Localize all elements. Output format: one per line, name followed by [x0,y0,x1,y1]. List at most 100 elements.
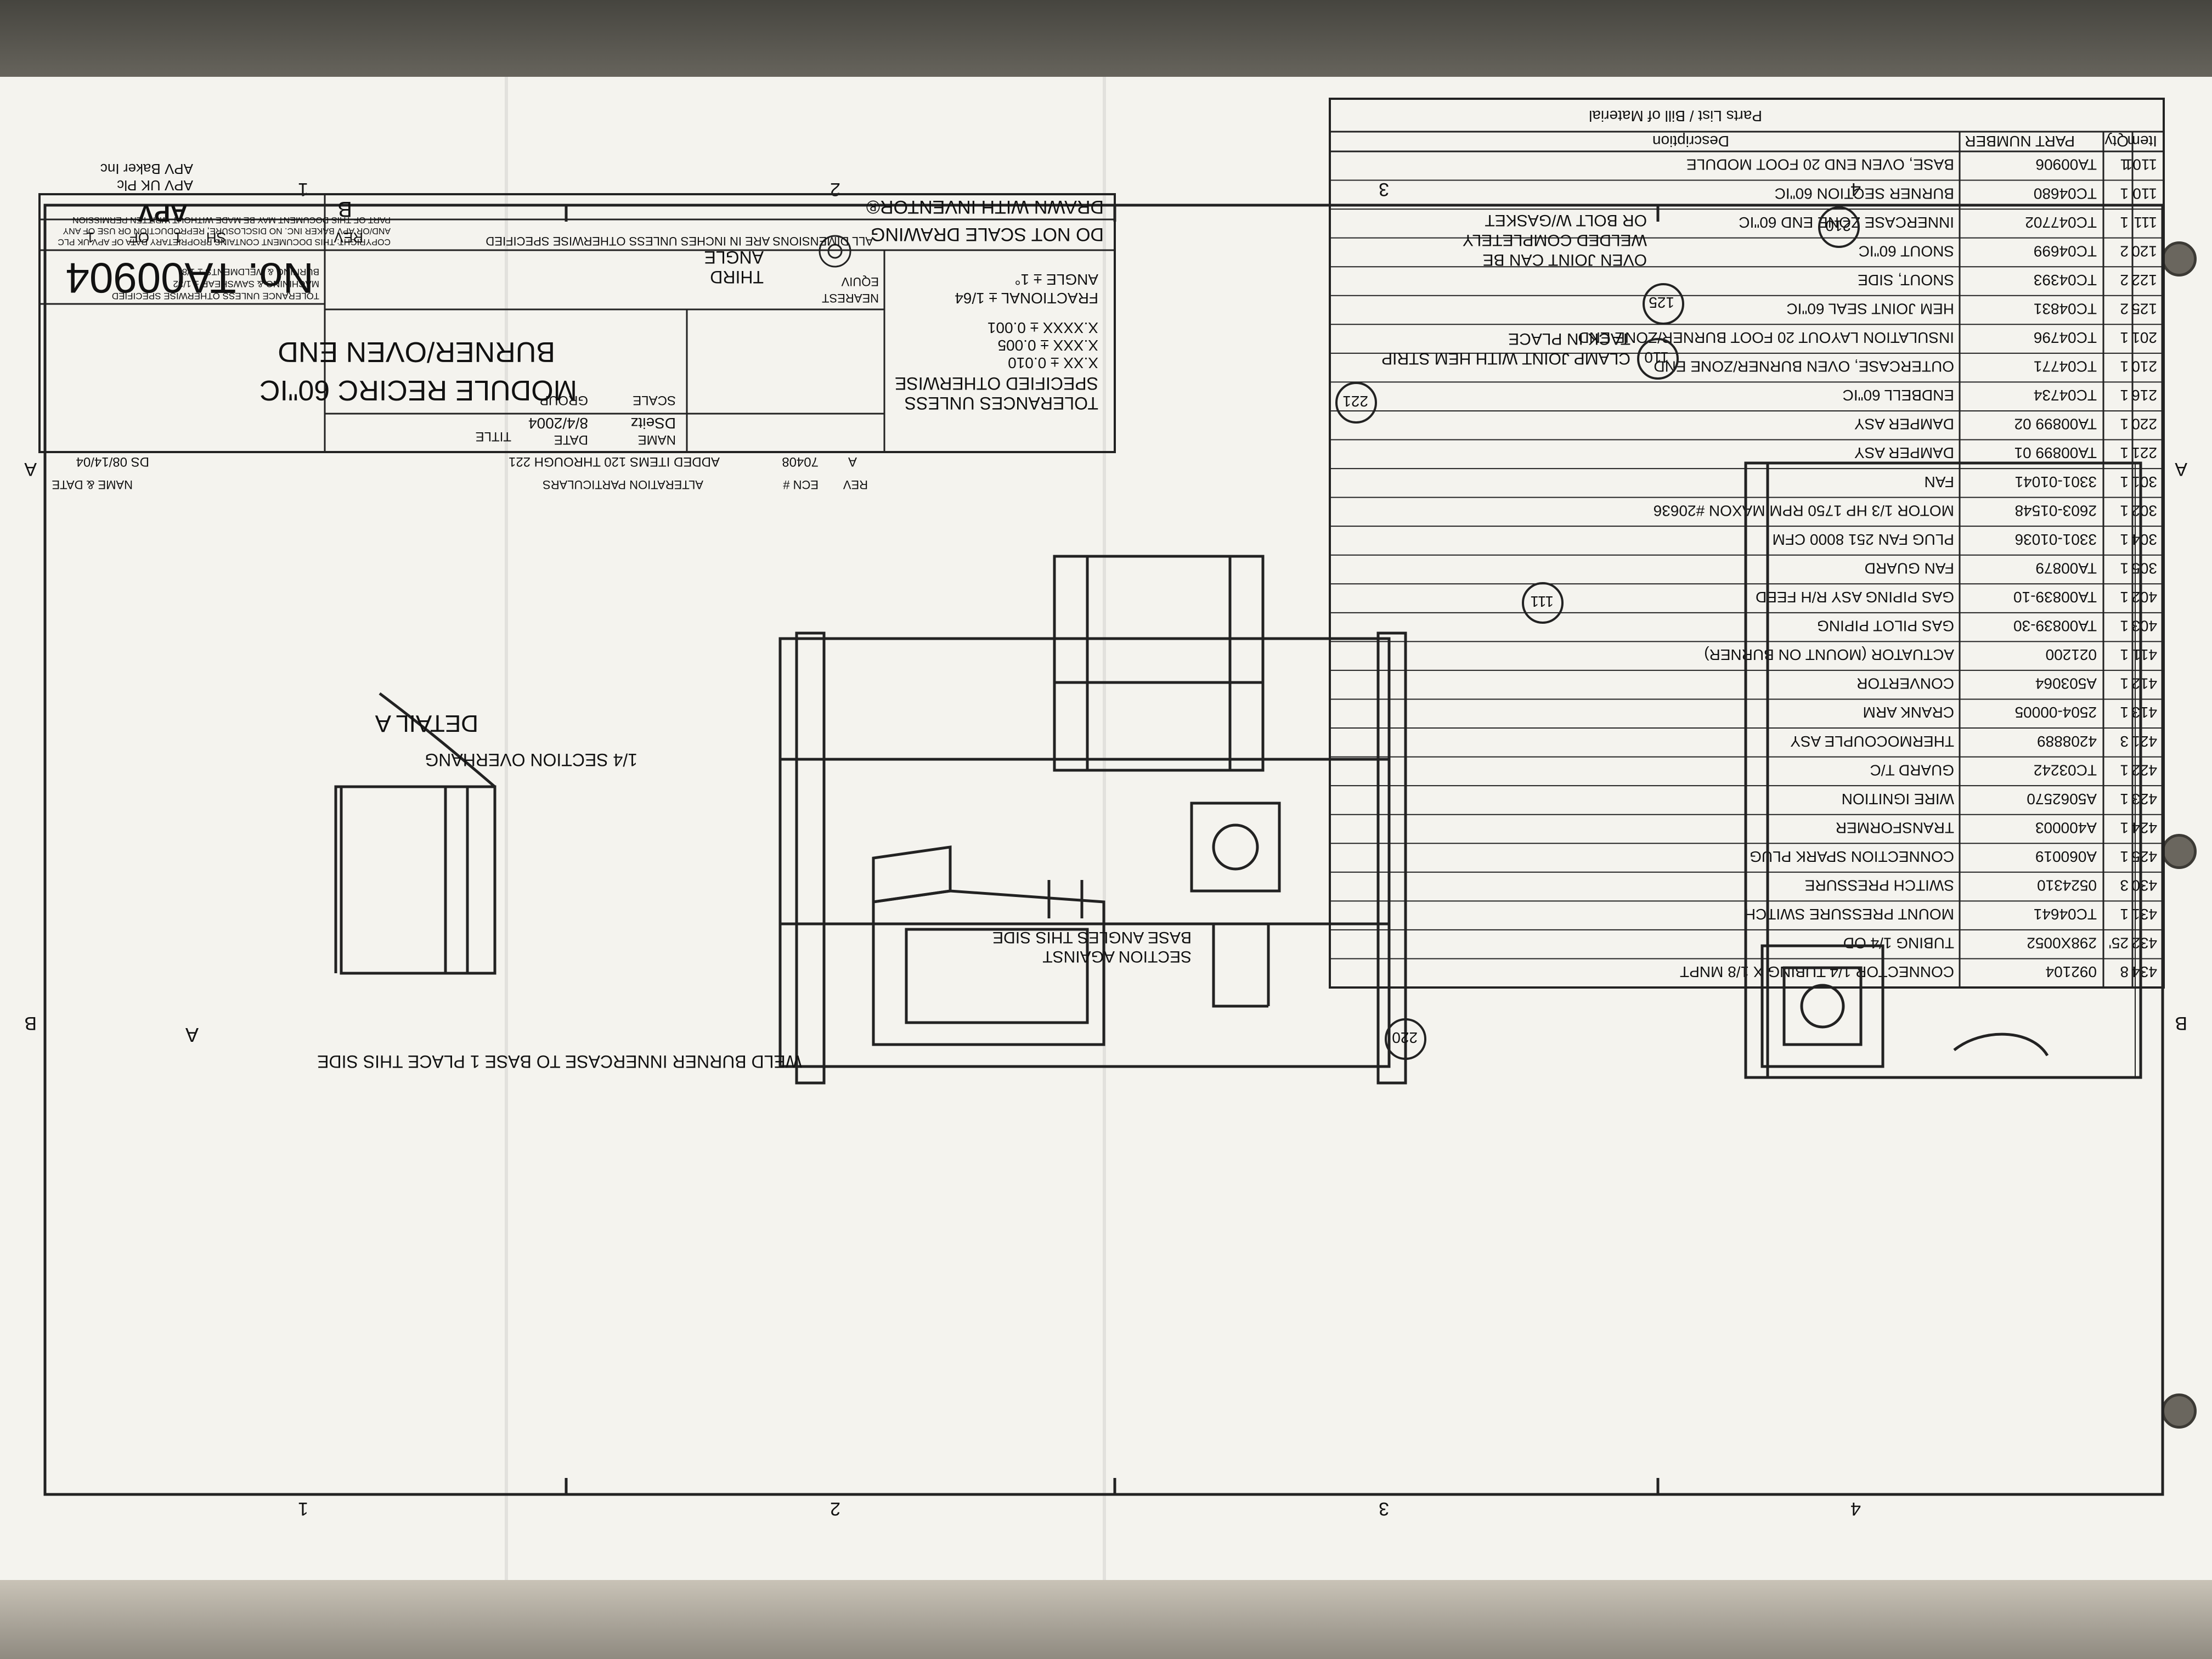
bom-part-number: A400003 [2035,819,2097,836]
bom-qty: 1 [2120,531,2129,548]
bom-item: 403 [2131,618,2157,635]
tol-line-1: TOLERANCES UNLESS [905,393,1098,413]
zone-row-a-label: A [2175,459,2187,479]
bom-qty: 1 [2120,791,2129,808]
bom-description: FAN [1925,473,1954,490]
bom-item: 411 [2132,646,2157,663]
bom-item: 110 [2132,185,2157,202]
sh-label: SH [206,229,226,246]
tol-line-6: FRACTIONAL ± 1/64 [955,290,1098,307]
scale-label: SCALE [633,393,676,408]
drawing-title-2: BURNER/OVEN END [278,336,555,368]
bom-description: ACTUATOR (MOUNT ON BURNER) [1704,646,1954,663]
bom-item: 412 [2131,675,2157,692]
bom-part-number: TA00879 [2035,560,2097,577]
bom-item: 432 [2131,935,2157,952]
bom-part-number: TA00906 [2035,156,2097,173]
bom-item: 111 [2134,214,2157,231]
copyright-1: COPYRIGHT: THIS DOCUMENT CONTAINS PROPRI… [58,237,391,246]
bom-description: FAN GUARD [1865,560,1954,577]
bom-description: SNOUT 60"IC [1859,242,1954,259]
bom-description: SWITCH PRESSURE [1805,877,1954,894]
do-not-scale: DO NOT SCALE DRAWING [871,224,1104,245]
bom-part-number: TC04641 [2034,906,2097,923]
bom-item: 305 [2131,560,2157,577]
bom-qty: 1 [2120,675,2129,692]
bom-item: 304 [2131,531,2157,548]
bom-qty: 2 [2120,272,2129,289]
bom-qty: 1 [2120,358,2129,375]
bom-description: INSULATION LAYOUT 20 FOOT BURNER/ZONE EN… [1578,329,1954,346]
zone-col-4-label: 1 [298,1498,308,1519]
end-view [872,555,1270,1046]
fold-line [1103,77,1106,1585]
bom-part-number: TA00899 02 [2015,416,2097,433]
svg-text:110: 110 [1644,349,1669,366]
bom-part-number: 3301-01041 [2015,473,2097,490]
bom-description: OUTERCASE, OVEN BURNER/ZONE END [1654,358,1954,375]
bom-item: 423 [2131,791,2157,808]
bom-part-number: 0524310 [2037,877,2097,894]
tol-line-2: SPECIFIED OTHERWISE [895,374,1098,393]
detail-a-view [334,692,496,975]
bom-qty: 1 [2120,906,2129,923]
balloon-221 [1335,382,1377,424]
bom-item: 425 [2131,848,2157,865]
bom-item: 216 [2131,387,2157,404]
bom-part-number: A060019 [2035,848,2097,865]
drawing-date: 8/4/2004 [528,415,588,432]
bom-description: MOTOR 1/3 HP 1750 RPM MAXON #20636 [1654,502,1954,519]
bom-part-number: TC03242 [2034,761,2097,778]
sh-value: 1 [174,229,182,246]
of-label: OF [129,229,149,246]
svg-text:111: 111 [1530,593,1554,610]
alt-hdr: ALTERATION PARTICULARS [543,478,703,492]
bom-qty: 1 [2120,618,2129,635]
bom-description: WIRE IGNITION [1842,791,1954,808]
bom-heading: Parts List / Bill of Material [1589,108,1762,125]
zone-row-a2-label: A [24,459,37,479]
bom-col-qty: Qty [2104,133,2129,150]
tol-line-4: X.XXX ± 0.005 [998,337,1098,354]
drawing-number: No. TA00904 [66,254,314,302]
bom-qty: 1 [2120,819,2129,836]
bom-item: 402 [2131,589,2157,606]
bom-description: CRANK ARM [1863,704,1954,721]
bom-item: 122 [2131,272,2157,289]
bom-qty: 1 [2120,156,2129,173]
bom-part-number: TC04734 [2034,387,2097,404]
bom-qty: 25' [2109,935,2129,952]
bom-part-number: TC04796 [2034,329,2097,346]
bom-description: TRANSFORMER [1836,819,1954,836]
bom-qty: 2 [2120,300,2129,317]
bom-part-number: TC04680 [2034,185,2097,202]
bom-description: CONNECTION SPARK PLUG [1750,848,1954,865]
bom-part-number: TC04771 [2034,358,2097,375]
bom-description: HEM JOINT SEAL 60"IC [1786,300,1954,317]
bom-col-item: Item [2128,133,2157,150]
oven-joint-note-3: OR BOLT W/GASKET [1485,211,1647,229]
zone-col-2b-label: 3 [1379,179,1389,200]
zone-ticks [565,205,1660,1494]
balloons: 220 111 110 125 221 210 [1335,206,1860,1060]
bom-part-number: 2603-01548 [2015,502,2097,519]
bom-description: GAS PIPING ASY R/H FEED [1756,589,1954,606]
tolerance-block-2: MACHINING & SAWSHEAR ± 1/32 [173,279,319,289]
rev-hdr: REV [843,478,868,492]
balloon-110 [1637,338,1679,380]
bom-qty: 8 [2120,963,2129,980]
bom-part-number: 021200 [2046,646,2097,663]
elevation-view [1744,461,2142,1079]
balloon-210 [1818,206,1860,248]
bom-item: 1101 [2124,156,2157,173]
bom-qty: 1 [2120,387,2129,404]
oven-joint-note-2: WELDED COMPLETELY [1463,231,1647,249]
drawing-sheet [0,77,2212,1585]
bom-part-number: TA00839-10 [2013,589,2097,606]
bom-description: GAS PILOT PIPING [1817,618,1954,635]
bom-description: PLUG FAN 251 8000 CFM [1773,531,1954,548]
svg-text:220: 220 [1392,1029,1418,1046]
bom-item: 120 [2131,242,2157,259]
